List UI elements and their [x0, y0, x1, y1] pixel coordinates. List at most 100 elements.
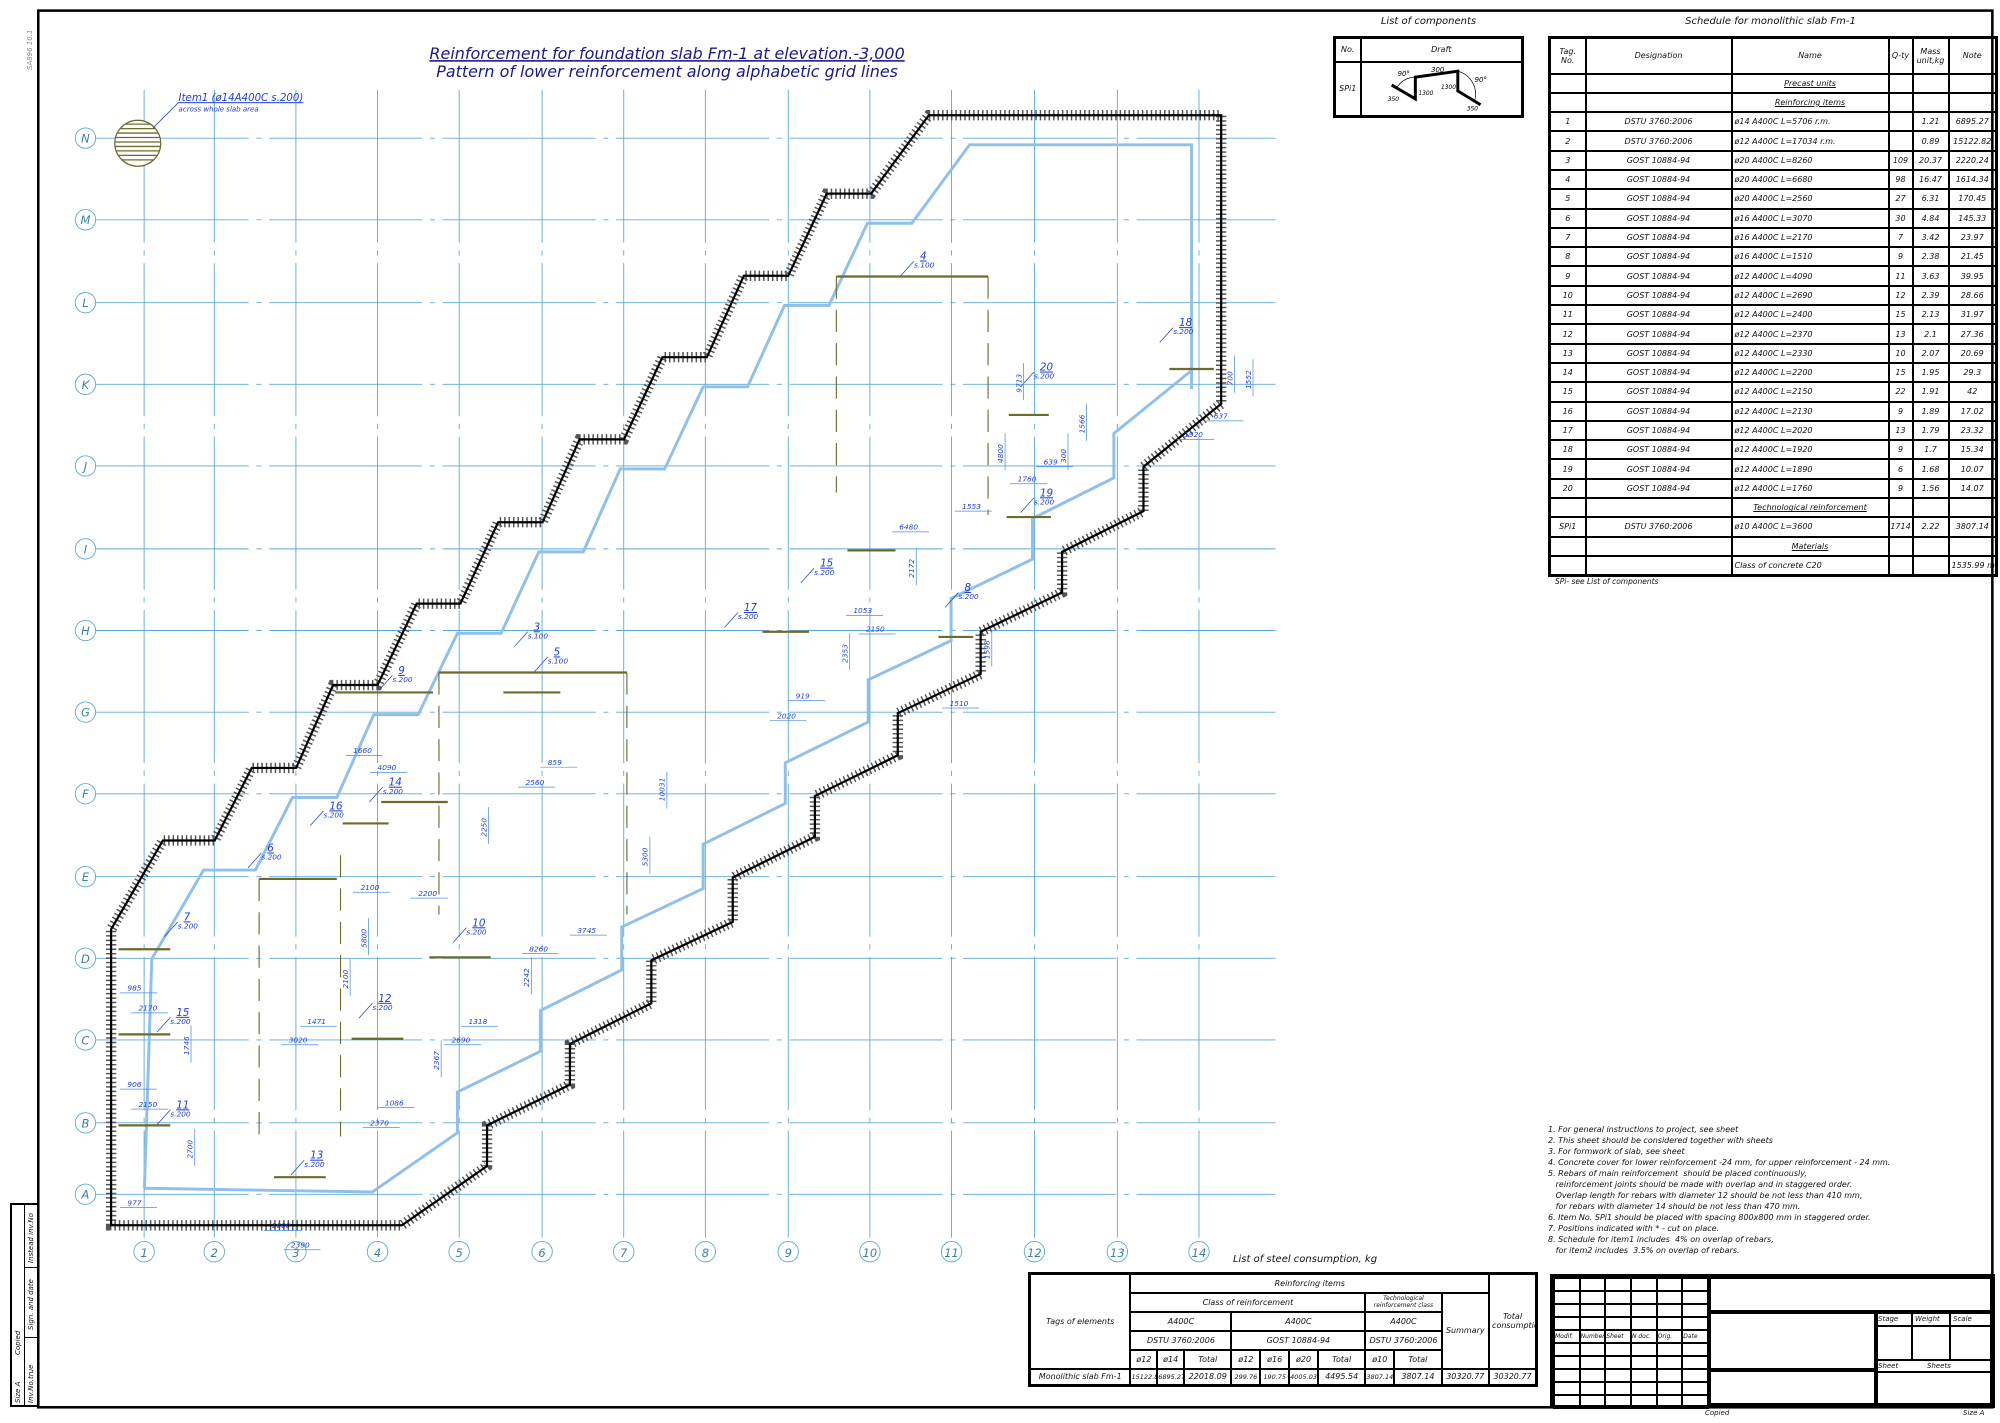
- grid-bubble: [859, 1241, 881, 1263]
- dimension-label: 3745: [577, 926, 596, 935]
- cell-name: ø20 A400C L=6680: [1730, 168, 1890, 191]
- header-class: Class of reinforcement: [1129, 1291, 1367, 1313]
- revision-cell: [1553, 1277, 1581, 1292]
- cell-qty: 9: [1887, 477, 1914, 500]
- slab-outline-hatch: [105, 110, 1227, 1231]
- cell-mass: 4.84: [1911, 207, 1950, 229]
- item-spacing: s.200: [323, 811, 344, 820]
- dimension-label: 1920: [1184, 430, 1203, 439]
- grid-bubble: [74, 373, 97, 395]
- cell-mass: 20.37: [1911, 149, 1950, 171]
- cell-des: GOST 10884-94: [1584, 304, 1733, 326]
- item-tag-6: 6: [267, 843, 274, 855]
- revision-header: Orig.: [1655, 1329, 1684, 1344]
- cell-qty: 13: [1887, 323, 1914, 345]
- note-line: 6. Item No. SPi1 should be placed with s…: [1548, 1213, 1871, 1222]
- note-line: 2. This sheet should be considered toget…: [1548, 1136, 1773, 1145]
- cell-des: GOST 10884-94: [1584, 323, 1733, 345]
- cell-qty: [1887, 72, 1914, 94]
- scale-label: Scale: [1953, 1315, 1972, 1323]
- cell-des: GOST 10884-94: [1584, 458, 1733, 480]
- item-tag-4: 4: [920, 251, 927, 263]
- callout-leader: [1159, 327, 1174, 343]
- revision-header: N doc.: [1629, 1329, 1658, 1344]
- components-table: No.Draft SPi1 90° 300 90° 1300 1300 350 …: [1333, 36, 1524, 118]
- revision-cell: [1553, 1316, 1581, 1331]
- cell-tag: 10: [1548, 284, 1587, 307]
- item-spacing: s.200: [170, 1017, 191, 1026]
- item1-callout: Item1 (ø14A400C s.200): [179, 93, 304, 104]
- cell-tag: 14: [1548, 361, 1587, 384]
- revision-cell: [1681, 1290, 1709, 1305]
- note-line: reinforcement joints should be made with…: [1548, 1180, 1852, 1189]
- cell-qty: 22: [1887, 381, 1914, 403]
- item-callouts: 4s.10018s.20020s.20019s.20015s.20017s.20…: [156, 251, 1194, 1176]
- item-tag-12: 12: [378, 993, 391, 1005]
- col-header: Total: [1393, 1348, 1443, 1370]
- dimension-label: 300: [1059, 449, 1068, 463]
- value-cell: 299.76: [1230, 1367, 1262, 1387]
- spi1-bar-shape: 90° 300 90° 1300 1300 350 350: [1387, 66, 1486, 113]
- grid-bubble: [203, 1241, 225, 1263]
- cell-tag: 4: [1548, 168, 1587, 191]
- cell-qty: 15: [1887, 361, 1914, 384]
- revision-cell: [1681, 1355, 1709, 1370]
- revision-cell: [1655, 1394, 1684, 1409]
- header-total-consumption: Total consumption: [1488, 1272, 1538, 1370]
- revision-cell: [1655, 1303, 1684, 1318]
- cell-des: GOST 10884-94: [1584, 168, 1733, 191]
- cell-qty: 11: [1887, 265, 1914, 287]
- item-tag-10: 10: [472, 917, 486, 929]
- value-cell: 4005.03: [1288, 1367, 1319, 1387]
- table-row: Monolithic slab Fm-1 15122.82 6895.27 22…: [1028, 1367, 1538, 1387]
- grid-column-label: 2: [211, 1246, 218, 1260]
- grid-bubble: [74, 866, 97, 888]
- note-line: 3. For formwork of slab, see sheet: [1548, 1147, 1685, 1156]
- cell-name: ø16 A400C L=3070: [1730, 207, 1890, 229]
- total-cell: 30320.77: [1488, 1367, 1538, 1387]
- drawing-title: Reinforcement for foundation slab Fm-1 a…: [429, 44, 904, 63]
- item-spacing: s.200: [261, 853, 282, 862]
- dimension-label: 3020: [289, 1035, 308, 1044]
- cell-mass: 1.91: [1911, 381, 1950, 403]
- cell-note: 145.33: [1947, 207, 1998, 229]
- stamp-cell: Inv.No.true: [27, 1364, 35, 1403]
- cell-des: [1584, 554, 1733, 577]
- cell-name: ø12 A400C L=4090: [1730, 265, 1890, 287]
- cell-name: Technological reinforcement: [1730, 497, 1890, 519]
- cell-name: ø14 A400C L=5706 r.m.: [1730, 111, 1890, 133]
- note-line: 1. For general instructions to project, …: [1548, 1125, 1739, 1134]
- dimension-label: 6480: [899, 523, 918, 532]
- dimension-label: 919: [796, 691, 810, 700]
- grid-row-label: K: [82, 378, 91, 392]
- revision-cell: [1681, 1303, 1709, 1318]
- cell-qty: 9: [1887, 400, 1914, 422]
- item-tag-14: 14: [389, 777, 402, 789]
- item-spacing: s.200: [1173, 327, 1194, 336]
- revision-cell: [1578, 1277, 1607, 1292]
- dimension-label: 4800: [996, 444, 1005, 463]
- revision-cell: [1655, 1381, 1684, 1396]
- revision-cell: [1604, 1316, 1632, 1331]
- grid-bubble: [74, 947, 97, 969]
- grid-bubble: [777, 1241, 799, 1263]
- general-notes: 1. For general instructions to project, …: [1548, 1124, 1890, 1256]
- cell-mass: 1.56: [1911, 477, 1950, 500]
- cell-name: ø12 A400C L=2400: [1730, 304, 1890, 326]
- revision-cell: [1629, 1355, 1658, 1370]
- note-line: 7. Positions indicated with * - cut on p…: [1548, 1224, 1720, 1233]
- cell-qty: 27: [1887, 188, 1914, 210]
- cell-note: 20.69: [1947, 342, 1998, 364]
- dim-length: 1300: [1418, 90, 1433, 96]
- dimension-label: 2150: [866, 625, 885, 634]
- item-spacing: s.200: [1034, 372, 1055, 381]
- section-row: Precast units: [1548, 72, 1998, 94]
- section-row: Technological reinforcement: [1548, 497, 1998, 519]
- cell-note: 6895.27: [1947, 111, 1998, 133]
- dimension-label: 2020: [777, 711, 796, 720]
- header-tag: Tag. No.: [1548, 36, 1587, 75]
